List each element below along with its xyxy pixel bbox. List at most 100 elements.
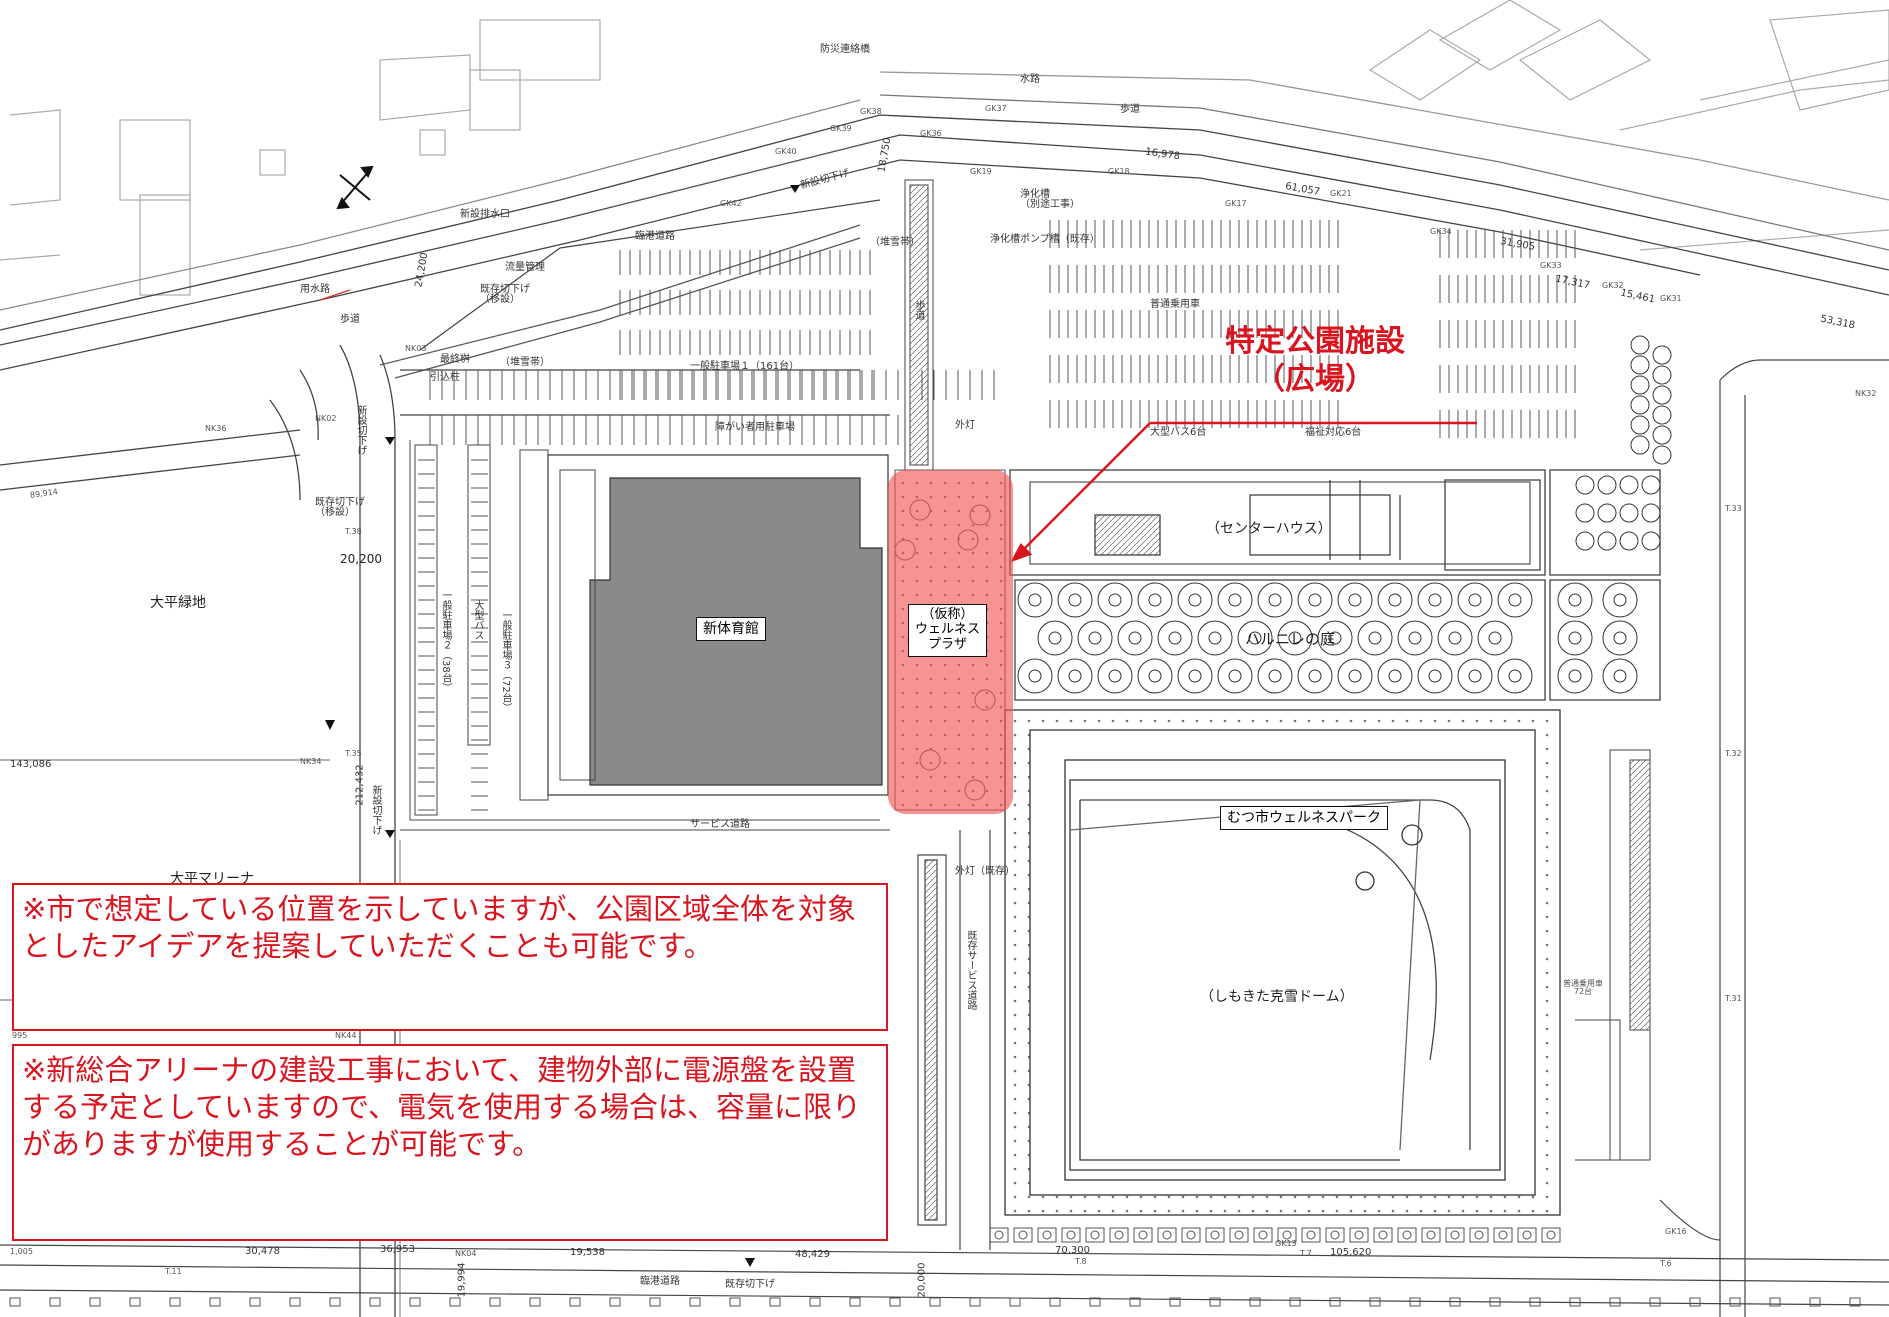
shinsetsu-kirisage-left-label: 新設切下げ — [355, 405, 366, 455]
ohira-green-label: 大平緑地 — [150, 595, 206, 611]
kizon-kirisage-left-label: 既存切下げ （移設） — [315, 497, 365, 518]
survey-point-nk36: NK36 — [205, 424, 227, 433]
survey-point-gk36: GK36 — [920, 129, 942, 138]
dim-70300: 70,300 — [1055, 1245, 1090, 1256]
survey-point-gk19: GK19 — [970, 167, 992, 176]
dim-20200: 20,200 — [340, 552, 382, 566]
normal-car-label: 普通乗用車 — [1150, 299, 1200, 310]
existing-service-road — [917, 830, 991, 1250]
normal-car72-label: 普通乗用車 72台 — [1563, 979, 1603, 996]
center-house-label: （センターハウス） — [1206, 521, 1332, 537]
t6-label: T.6 — [1660, 1259, 1672, 1268]
service-road-label: サービス道路 — [690, 819, 750, 830]
survey-point-gk42: GK42 — [720, 199, 742, 208]
survey-point-gk39: GK39 — [830, 124, 852, 133]
survey-point-nk04: NK04 — [455, 1249, 477, 1258]
snow-storage-label-1: （堆雪帯） — [870, 237, 920, 248]
survey-point-gk33: GK33 — [1540, 261, 1562, 270]
diagonal-roads — [0, 71, 1889, 379]
survey-point-gk38: GK38 — [860, 107, 882, 116]
cao2-label: 995 — [12, 1031, 28, 1040]
existing-buildings-topleft — [0, 19, 601, 296]
disabled-parking-label: 障がい者用駐車場 — [715, 422, 795, 433]
parking-stalls — [418, 220, 1576, 811]
parking-lot-3-label: 一般駐車場３（72台） — [500, 610, 511, 713]
survey-point-nk02: NK02 — [315, 414, 337, 423]
t38-label: T.38 — [345, 527, 362, 536]
parking-right — [1575, 749, 1651, 1161]
survey-point-gk37: GK37 — [985, 104, 1007, 113]
welfare6-label: 福祉対応6台 — [1305, 427, 1362, 438]
t35-label: T.35 — [345, 749, 362, 758]
survey-point-nk44: NK44 — [335, 1031, 357, 1040]
survey-point-nk34: NK34 — [300, 757, 322, 766]
suiro-label: 水路 — [1020, 74, 1040, 85]
survey-point-gk17: GK17 — [1225, 199, 1247, 208]
left-roads — [0, 344, 396, 1317]
survey-point-gk40: GK40 — [775, 147, 797, 156]
dim-212432: 212,432 — [354, 764, 366, 806]
perimeter-roads — [0, 359, 1889, 1317]
ohira-marina-label: 大平マリーナ — [170, 871, 254, 887]
dim-105620: 105,620 — [1330, 1247, 1372, 1258]
t33-label: T.33 — [1725, 504, 1742, 513]
dim-19994: 19,994 — [456, 1262, 468, 1298]
gaito-kizon-label: 外灯（既存） — [955, 866, 1015, 877]
dim-36953: 36,953 — [380, 1244, 415, 1255]
survey-point-gk16: GK16 — [1665, 1227, 1687, 1236]
t7-label: T.7 — [1300, 1249, 1312, 1258]
survey-point-nk32: NK32 — [1855, 389, 1877, 398]
ryusui-label: 流量管理 — [505, 262, 545, 273]
t31-label: T.31 — [1725, 994, 1742, 1003]
harunire-garden-trees — [1017, 582, 1638, 694]
dim-19538: 19,538 — [570, 1247, 605, 1258]
shinsetsu-haisui-label: 新設排水口 — [460, 209, 510, 220]
kizon-kirisage-label: 既存切下げ （移設） — [480, 284, 530, 305]
survey-point-nk03: NK03 — [405, 344, 427, 353]
bus-lot-label: 大型バス — [472, 600, 483, 640]
survey-point-gk18: GK18 — [1108, 167, 1130, 176]
dim-143086: 143,086 — [10, 759, 52, 770]
dome-label: （しもきた克雪ドーム） — [1200, 989, 1354, 1005]
survey-point-gk13: GK13 — [1275, 1239, 1297, 1248]
parking-lot-2-label: 一般駐車場２（38台） — [440, 590, 451, 693]
gym-label: 新体育館 — [696, 617, 766, 642]
dome-outline — [1004, 709, 1561, 1216]
hodo-left-label: 歩道 — [340, 314, 360, 325]
johkaso-pump-label: 浄化槽ポンプ槽（既存） — [990, 234, 1100, 245]
sidewalk-vertical-label: 歩道 — [913, 300, 924, 320]
bottom-shrubs — [9, 1227, 1861, 1307]
cao1-label: 1,005 — [10, 1247, 33, 1256]
t32-label: T.32 — [1725, 749, 1742, 758]
snow-storage-label-2: （堆雪帯） — [500, 357, 550, 368]
shinsetsu-kirisage-left2-label: 新設切下げ — [370, 785, 381, 835]
rinko-bottom-label: 臨港道路 — [640, 1276, 680, 1287]
callout-specific-park-facility: 特定公園施設 （広場） — [1195, 323, 1435, 400]
survey-point-gk34: GK34 — [1430, 227, 1452, 236]
note-location-idea: ※市で想定している位置を示していますが、公園区域全体を対象としたアイデアを提案し… — [12, 883, 888, 1031]
existing-buildings-topright — [1368, 0, 1889, 251]
bus6-label: 大型バス6台 — [1150, 427, 1207, 438]
hikikomi-label: 引込柱 — [430, 372, 460, 383]
rinko-top-label: 臨港道路 — [635, 231, 675, 242]
hodo-top-label: 歩道 — [1120, 104, 1140, 115]
callout-subtitle: （広場） — [1255, 362, 1375, 398]
dim-30478: 30,478 — [245, 1246, 280, 1257]
callout-pointer — [1010, 421, 1477, 563]
survey-point-gk31: GK31 — [1660, 294, 1682, 303]
saiboku-label: 最終桝 — [440, 354, 470, 365]
right-trees — [1575, 335, 1672, 551]
parking-lot-1-label: 一般駐車場１（161台） — [690, 361, 800, 372]
parking-lot-1-stripes — [400, 199, 890, 416]
t11-label: T.11 — [165, 1267, 182, 1276]
yosuiro-label: 用水路 — [300, 284, 330, 295]
direction-marks — [325, 185, 800, 1267]
johkaso-label: 浄化槽 （別途工事） — [1020, 189, 1080, 210]
kizon-kirisage-bottom-label: 既存切下げ — [725, 1279, 775, 1290]
dim-20000: 20,000 — [916, 1262, 928, 1298]
bousai-label: 防災連絡橋 — [820, 44, 870, 55]
park-name-label: むつ市ウェルネスパーク — [1220, 806, 1388, 831]
survey-point-gk21: GK21 — [1330, 189, 1352, 198]
gaito-label: 外灯 — [955, 420, 975, 431]
